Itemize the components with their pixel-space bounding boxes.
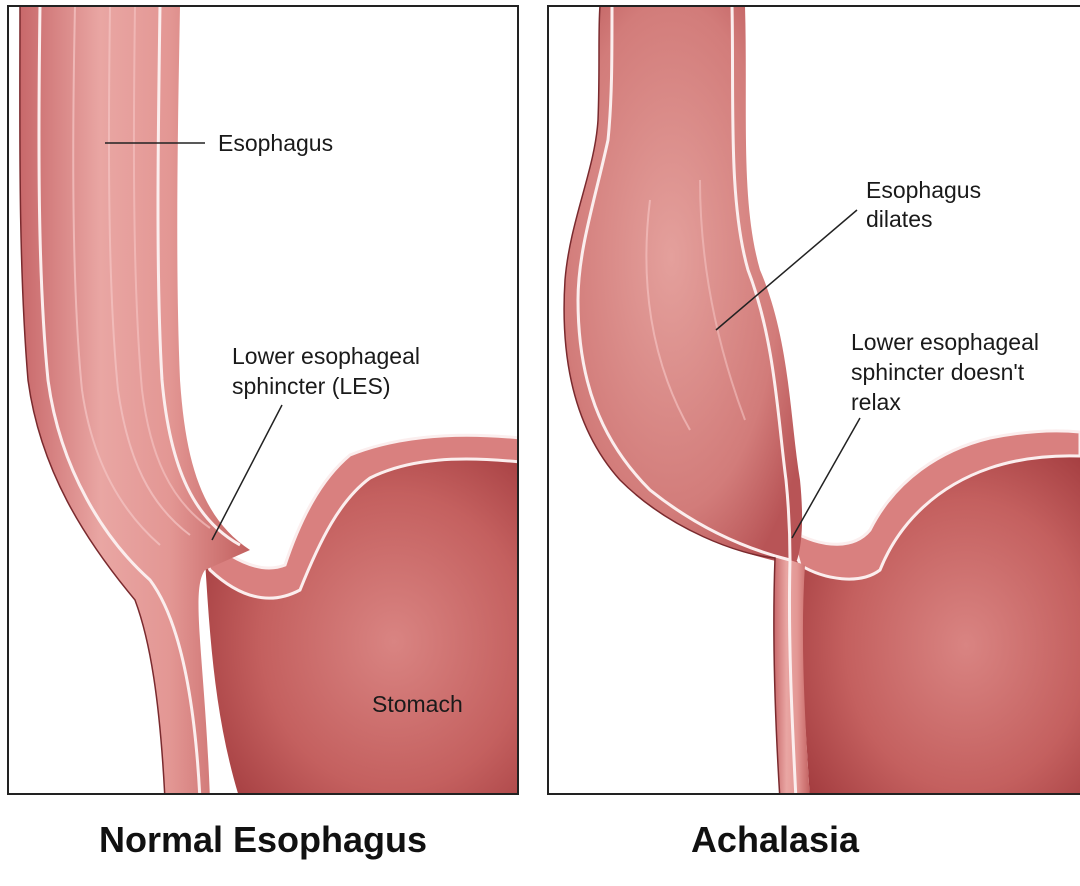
achalasia-panel [564, 6, 1080, 800]
achalasia-les-label-line1: Lower esophageal [851, 329, 1039, 355]
les-label-line1: Lower esophageal [232, 343, 420, 369]
achalasia-les-label-line3: relax [851, 389, 901, 415]
stomach-label: Stomach [372, 691, 463, 717]
normal-esophagus-panel [20, 6, 520, 800]
les-leader-line [212, 405, 282, 540]
esophagus-label: Esophagus [218, 130, 333, 156]
les-label-line2: sphincter (LES) [232, 373, 391, 399]
achalasia-les-leader-line [792, 418, 860, 538]
dilates-label-line2: dilates [866, 206, 932, 232]
normal-caption: Normal Esophagus [99, 819, 427, 860]
dilated-esophagus [564, 6, 802, 565]
achalasia-les-label-line2: sphincter doesn't [851, 359, 1025, 385]
normal-stomach [205, 448, 520, 800]
achalasia-caption: Achalasia [691, 819, 860, 860]
dilates-label-line1: Esophagus [866, 177, 981, 203]
achalasia-stomach [795, 456, 1080, 800]
